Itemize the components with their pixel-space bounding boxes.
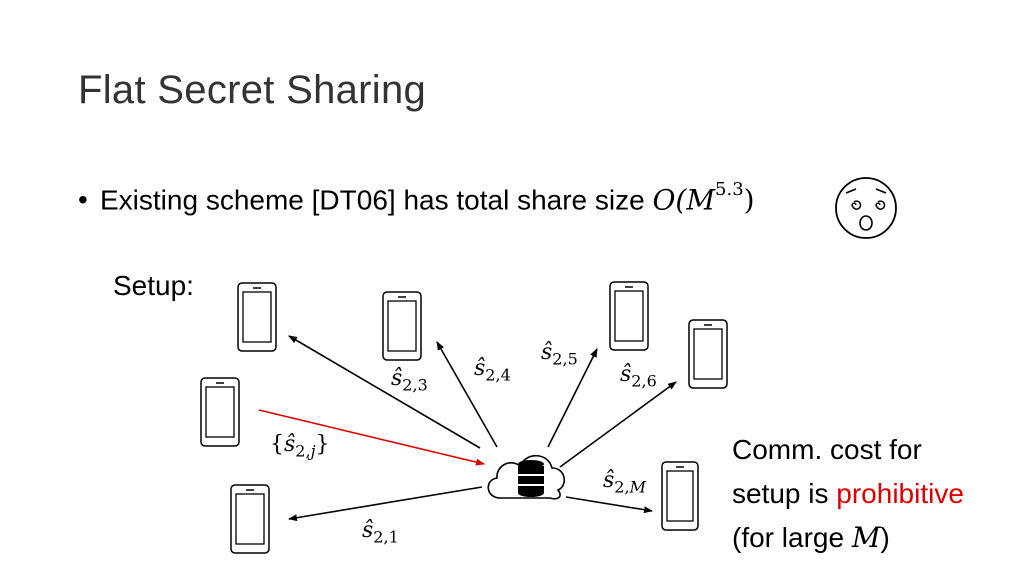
note-line-2: setup is prohibitive [732,478,964,509]
big-o-exponent: 5.3 [715,179,744,200]
cost-note: Comm. cost for setup is prohibitive (for… [732,428,964,560]
big-o: O( [652,183,687,217]
cloud-database-icon [487,454,565,500]
arrow-to-phone-3 [288,335,481,449]
arrow-to-phone-1 [288,486,483,522]
big-o-close: ) [743,183,755,217]
big-o-var: M [686,183,716,217]
note-line-1: Comm. cost for [732,434,922,465]
edge-label-s21: ŝ2,1 [362,518,399,547]
arrow-to-phone-4 [436,341,498,448]
phone-icon [230,484,270,554]
edge-label-s26: ŝ2,6 [620,362,657,391]
phone-icon [200,377,240,447]
note-line-3: (for large M) [732,521,890,554]
bullet-item: • Existing scheme [DT06] has total share … [78,179,755,217]
arrow-from-phone-j [258,409,485,466]
phone-icon [688,319,728,389]
bullet-dot: • [78,184,88,216]
prohibitive-highlight: prohibitive [836,478,964,509]
edge-label-s24: ŝ2,4 [474,356,511,385]
phone-icon [609,281,649,351]
edge-label-s23: ŝ2,3 [391,366,428,395]
edge-label-s2m: ŝ2,M [603,468,646,497]
arrow-to-phone-6 [559,381,677,468]
phone-icon [382,291,422,361]
phone-icon [661,461,699,531]
phone-icon [237,282,277,352]
arrow-to-phone-m [565,496,653,514]
slide-title: Flat Secret Sharing [78,68,427,112]
dizzy-face-icon [835,177,897,239]
bullet-text: Existing scheme [DT06] has total share s… [100,184,653,216]
arrow-to-phone-5 [547,348,598,448]
edge-label-s25: ŝ2,5 [541,340,578,369]
setup-label: Setup: [113,270,194,301]
edge-label-s2j-set: {ŝ2,j} [270,432,330,461]
